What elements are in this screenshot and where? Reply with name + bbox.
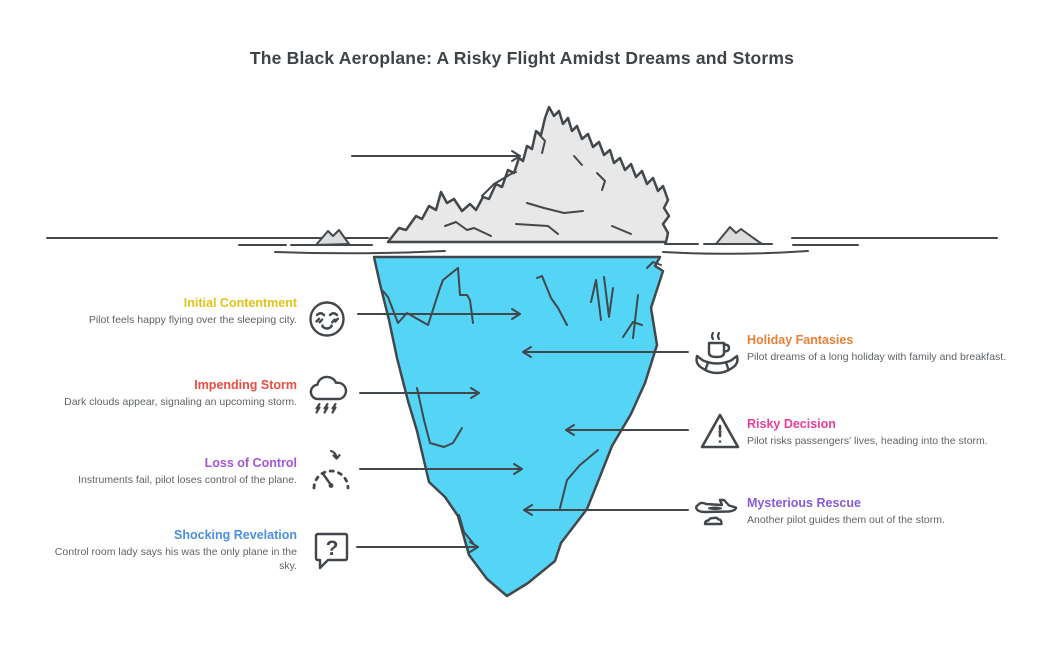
list-item-risky-decision: Risky Decision Pilot risks passengers' l… — [747, 417, 1007, 449]
small-ice-right — [715, 226, 763, 245]
iceberg-cracks-below — [382, 261, 662, 544]
item-description: Instruments fail, pilot loses control of… — [78, 474, 297, 486]
item-title: Impending Storm — [194, 378, 297, 392]
item-title: Initial Contentment — [183, 296, 297, 310]
page-title: The Black Aeroplane: A Risky Flight Amid… — [249, 48, 795, 68]
arrow-risky-decision — [565, 424, 689, 436]
item-description: Pilot dreams of a long holiday with fami… — [747, 351, 1007, 363]
warning-triangle-icon — [698, 410, 742, 452]
iceberg-below-water — [372, 255, 665, 598]
item-title: Holiday Fantasies — [747, 333, 854, 347]
list-item-loss-of-control: Loss of Control Instruments fail, pilot … — [52, 456, 297, 488]
arrow-mysterious-rescue — [523, 504, 689, 516]
gauge-icon — [306, 448, 354, 496]
list-item-mysterious-rescue: Mysterious Rescue Another pilot guides t… — [747, 496, 1007, 528]
item-description: Pilot risks passengers' lives, heading i… — [747, 435, 988, 447]
arrow-loss-of-control — [359, 463, 523, 475]
question-glyph: ? — [326, 537, 339, 560]
item-description: Dark clouds appear, signaling an upcomin… — [64, 396, 297, 408]
iceberg-above-water — [386, 105, 671, 244]
arrow-impending-storm — [359, 387, 480, 399]
iceberg-tip-arrow — [351, 150, 521, 162]
item-title: Shocking Revelation — [174, 528, 297, 542]
question-bubble-icon: ? — [310, 530, 352, 574]
item-title: Risky Decision — [747, 417, 836, 431]
list-item-holiday-fantasies: Holiday Fantasies Pilot dreams of a long… — [747, 333, 1007, 365]
item-description: Another pilot guides them out of the sto… — [747, 514, 945, 526]
connector-arrows — [351, 150, 689, 553]
item-description: Pilot feels happy flying over the sleepi… — [88, 314, 297, 326]
arrow-initial-contentment — [357, 308, 521, 320]
small-ice-left — [315, 229, 350, 246]
list-item-impending-storm: Impending Storm Dark clouds appear, sign… — [52, 378, 297, 410]
arrow-shocking-revelation — [356, 541, 479, 553]
relieved-face-icon — [305, 296, 349, 340]
breakfast-icon — [693, 328, 741, 378]
item-description: Control room lady says his was the only … — [54, 546, 297, 572]
storm-cloud-icon — [306, 372, 350, 418]
list-item-shocking-revelation: Shocking Revelation Control room lady sa… — [52, 528, 297, 574]
plane-cloud-icon — [693, 490, 741, 534]
item-title: Mysterious Rescue — [747, 496, 861, 510]
item-title: Loss of Control — [204, 456, 297, 470]
iceberg-cracks-above — [444, 130, 632, 237]
arrow-holiday-fantasies — [522, 346, 689, 358]
list-item-initial-contentment: Initial Contentment Pilot feels happy fl… — [52, 296, 297, 328]
